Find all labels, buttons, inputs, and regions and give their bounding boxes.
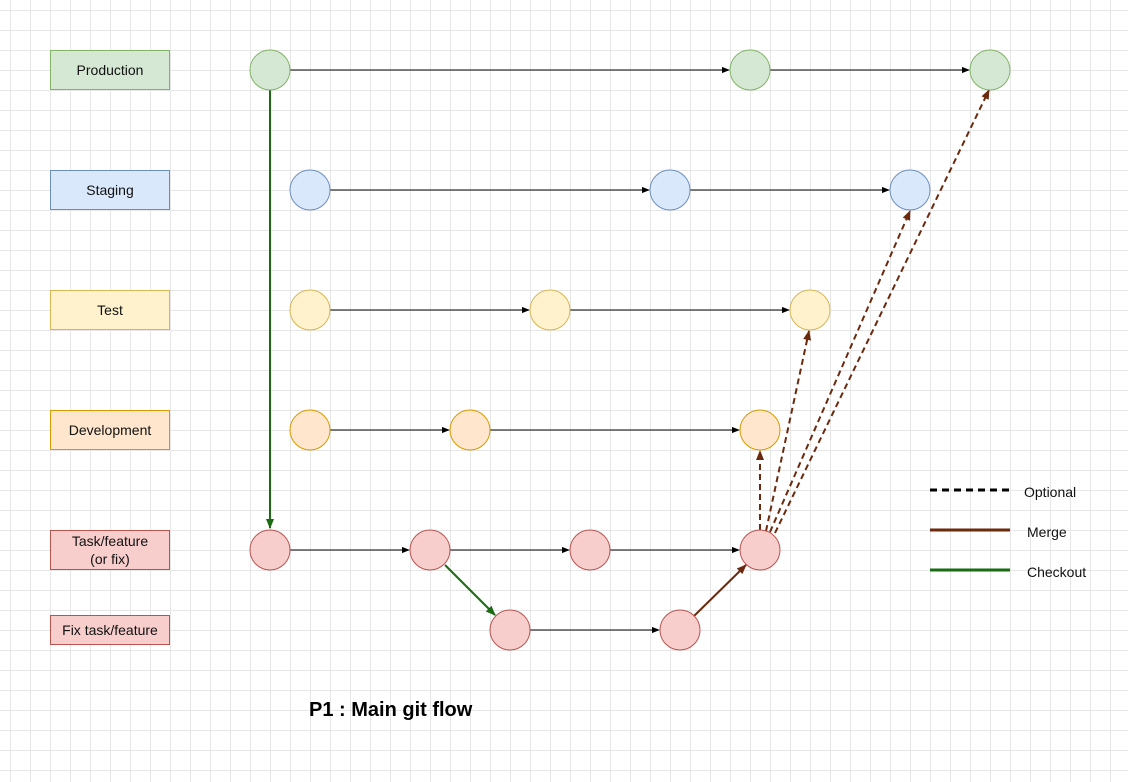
lane-label-development: Development xyxy=(50,410,170,450)
test-commit-node xyxy=(289,289,331,331)
checkout-arrows xyxy=(266,90,496,616)
production-commit-node xyxy=(969,49,1011,91)
legend-lines xyxy=(930,488,1010,572)
lane-label-staging: Staging xyxy=(50,170,170,210)
lane-label-fix-task-feature: Fix task/feature xyxy=(50,615,170,645)
production-commit-node xyxy=(729,49,771,91)
legend-merge-label: Merge xyxy=(1027,524,1067,540)
task-commit-node xyxy=(409,529,451,571)
development-commit-node xyxy=(449,409,491,451)
fix-nodes xyxy=(489,609,701,651)
optional-arrow-to-test xyxy=(765,330,812,532)
staging-commit-node xyxy=(889,169,931,211)
test-commit-node xyxy=(789,289,831,331)
production-nodes xyxy=(249,49,1011,91)
optional-arrows xyxy=(756,89,990,534)
task-commit-node xyxy=(739,529,781,571)
production-commit-node xyxy=(249,49,291,91)
fix-commit-node xyxy=(659,609,701,651)
legend-checkout-label: Checkout xyxy=(1027,564,1087,580)
staging-nodes xyxy=(289,169,931,211)
task-commit-node xyxy=(249,529,291,571)
test-commit-node xyxy=(529,289,571,331)
lane-label-test: Test xyxy=(50,290,170,330)
optional-arrow-to-staging xyxy=(769,210,911,533)
staging-commit-node xyxy=(289,169,331,211)
flow-arrows xyxy=(290,66,970,634)
development-commit-node xyxy=(739,409,781,451)
development-commit-node xyxy=(289,409,331,451)
lane-label-production: Production xyxy=(50,50,170,90)
task-nodes xyxy=(249,529,781,571)
checkout-arrow-task-to-fix xyxy=(444,564,496,616)
optional-arrow-to-production xyxy=(774,89,990,534)
task-commit-node xyxy=(569,529,611,571)
legend-optional-label: Optional xyxy=(1024,484,1077,500)
test-nodes xyxy=(289,289,831,331)
development-nodes xyxy=(289,409,781,451)
staging-commit-node xyxy=(649,169,691,211)
merge-arrow-fix-to-task xyxy=(693,564,747,617)
lane-label-task-feature: Task/feature (or fix) xyxy=(50,530,170,570)
diagram-caption: P1 : Main git flow xyxy=(309,699,473,721)
fix-commit-node xyxy=(489,609,531,651)
